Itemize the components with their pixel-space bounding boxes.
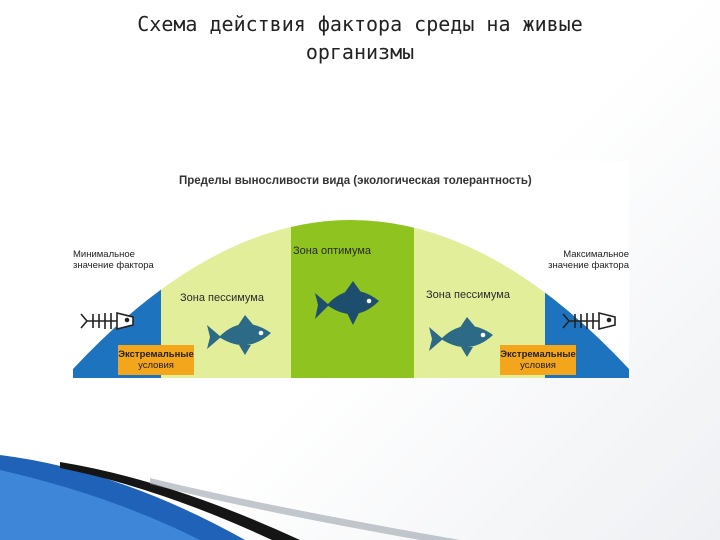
slide-decoration [0, 0, 720, 540]
